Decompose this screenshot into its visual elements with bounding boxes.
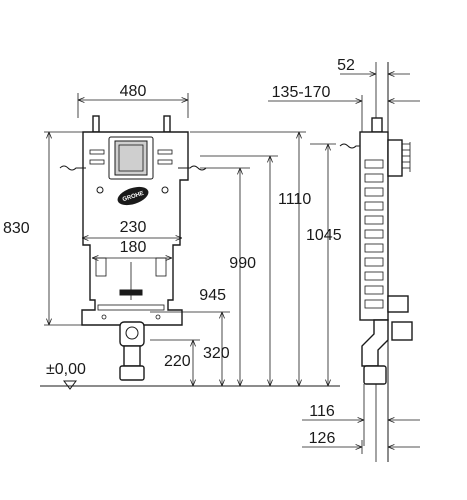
outlet-label (119, 289, 143, 296)
dim-480-label: 480 (120, 83, 147, 100)
dim-220-label: 220 (164, 353, 191, 370)
drain-pipe-end (119, 365, 145, 381)
floor-level-label: ±0,00 (46, 361, 86, 378)
drain-bend (361, 319, 389, 367)
drain-connector (119, 321, 145, 347)
drain-connector-hole (125, 326, 139, 340)
dim-990-label: 990 (229, 255, 256, 272)
floor-marker-icon (63, 380, 77, 390)
slot-left-2 (89, 159, 105, 165)
side-view (339, 62, 413, 462)
side-top-clip (371, 117, 383, 133)
dim-126-label: 126 (309, 430, 336, 447)
threaded-connector (387, 139, 403, 177)
flush-plate-opening (114, 140, 148, 176)
dim-180-label: 180 (120, 239, 147, 256)
frame-outline (81, 131, 189, 326)
flush-plate-frame (108, 136, 154, 180)
top-tab-left (92, 115, 100, 133)
dim-135-170-label: 135-170 (272, 84, 331, 101)
drain-pipe (123, 345, 141, 367)
side-foot (387, 295, 409, 313)
support-hole-right (161, 186, 169, 194)
top-tab-right (163, 115, 171, 133)
wall-fixing-left-icon (59, 165, 86, 171)
side-dimensions: 52 135-170 116 126 (268, 57, 420, 454)
side-drain-pipe (363, 365, 387, 385)
wall-fixing-right-icon (178, 165, 207, 171)
dim-1045-label: 1045 (306, 227, 342, 244)
base-bar (97, 304, 165, 311)
slot-left (89, 149, 105, 155)
front-dimensions: 480 230 180 830 ±0,00 945 990 1110 1045 (3, 83, 342, 390)
dim-320-label: 320 (203, 345, 230, 362)
dim-52-label: 52 (337, 57, 355, 74)
dim-830-label: 830 (3, 220, 30, 237)
dim-1110-label: 1110 (278, 191, 311, 208)
thread-lines (402, 142, 411, 172)
bolt-2 (155, 314, 161, 320)
dim-116-label: 116 (309, 403, 335, 420)
dim-230-label: 230 (120, 219, 147, 236)
wall-fixing-side-icon (339, 143, 362, 149)
brand-logo: GROHE (117, 186, 149, 206)
slot-right (157, 149, 173, 155)
side-frame-cutouts (364, 159, 384, 309)
flush-plate-inner (118, 144, 144, 172)
slot-right-2 (157, 159, 173, 165)
bolt-1 (101, 314, 107, 320)
support-hole-left (96, 186, 104, 194)
dim-945-label: 945 (199, 287, 226, 304)
side-foot-2 (391, 321, 413, 341)
front-view: GROHE (59, 115, 207, 381)
